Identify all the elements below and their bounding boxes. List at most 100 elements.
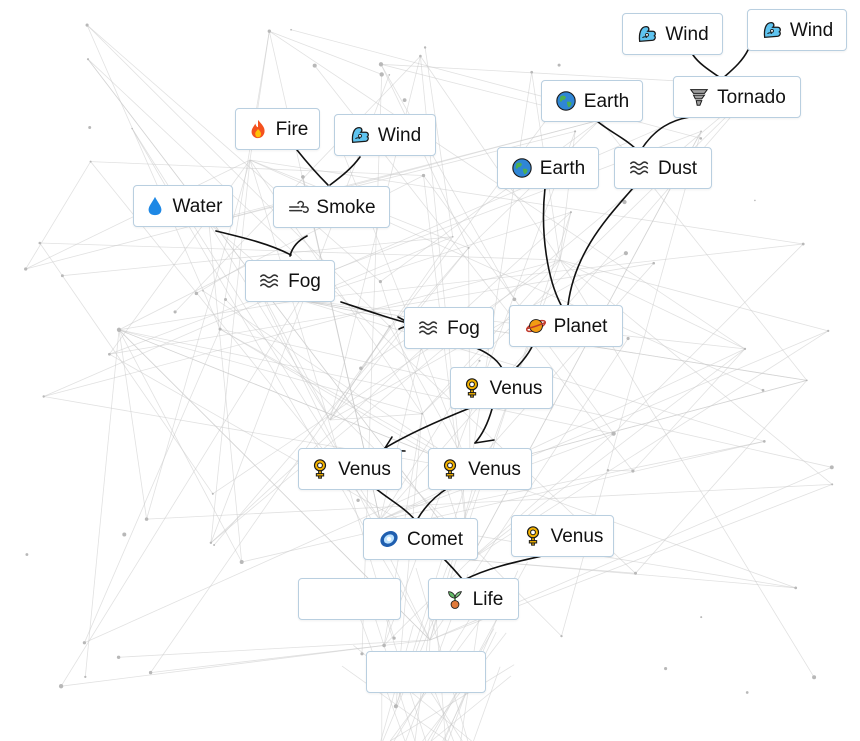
background-dot xyxy=(393,704,398,709)
background-dot xyxy=(634,571,637,575)
element-tile-smoke[interactable]: Smoke xyxy=(273,186,390,228)
background-dot xyxy=(122,532,127,537)
background-dot xyxy=(700,130,702,133)
element-tile-fog[interactable]: Fog xyxy=(404,307,494,349)
element-tile-dust[interactable]: Dust xyxy=(614,147,712,189)
background-dot xyxy=(148,670,153,675)
element-tile-wind[interactable]: Wind xyxy=(747,9,847,51)
background-line xyxy=(39,242,561,261)
background-line xyxy=(62,236,453,277)
background-line xyxy=(118,329,423,415)
background-line xyxy=(559,259,746,350)
combination-link xyxy=(384,436,393,449)
background-dot xyxy=(58,684,64,689)
background-dot xyxy=(652,261,655,265)
background-line xyxy=(60,299,301,687)
element-tile-wind[interactable]: Wind xyxy=(334,114,436,156)
background-dot xyxy=(569,211,572,214)
background-line xyxy=(632,348,746,472)
background-line xyxy=(559,212,572,261)
background-dot xyxy=(89,160,92,163)
background-line xyxy=(84,328,221,643)
element-tile-water[interactable]: Water xyxy=(133,185,233,227)
element-tile-venus[interactable]: Venus xyxy=(298,448,402,490)
background-line xyxy=(25,161,91,270)
background-dot xyxy=(664,667,668,671)
background-line xyxy=(87,58,636,574)
combination-link xyxy=(215,230,292,256)
element-tile-venus[interactable]: Venus xyxy=(450,367,553,409)
combination-link xyxy=(329,156,361,186)
element-tile-planet[interactable]: Planet xyxy=(509,305,623,347)
element-tile-fire[interactable]: Fire xyxy=(235,108,320,150)
water-drop-icon xyxy=(144,195,166,217)
background-dot xyxy=(829,465,834,470)
element-tile-tornado[interactable]: Tornado xyxy=(673,76,801,118)
background-line xyxy=(379,441,765,521)
background-dot xyxy=(467,246,470,249)
element-tile-comet[interactable]: Comet xyxy=(363,518,478,560)
background-line xyxy=(423,175,614,434)
combination-link xyxy=(474,408,493,444)
wind-icon xyxy=(761,19,783,41)
background-line xyxy=(380,281,471,561)
earth-icon xyxy=(511,157,533,179)
element-tile-earth[interactable]: Earth xyxy=(541,80,643,122)
wind-icon xyxy=(636,23,658,45)
background-dot xyxy=(312,63,317,68)
background-line xyxy=(86,24,381,282)
background-dot xyxy=(699,137,703,140)
background-dot xyxy=(382,643,386,648)
background-line xyxy=(208,222,331,421)
combination-link xyxy=(296,149,329,186)
background-dot xyxy=(173,310,177,314)
comet-icon xyxy=(378,528,400,550)
background-line xyxy=(269,30,746,350)
background-dot xyxy=(827,329,830,333)
element-label: Earth xyxy=(539,157,586,179)
background-line xyxy=(299,211,572,301)
dust-icon xyxy=(629,157,651,179)
smoke-icon xyxy=(287,196,310,218)
fog-icon xyxy=(259,270,281,292)
background-dot xyxy=(218,327,222,331)
element-tile-venus[interactable]: Venus xyxy=(511,515,614,557)
background-dot xyxy=(85,23,89,27)
background-dot xyxy=(86,58,90,61)
background-dot xyxy=(623,251,629,256)
element-tile-fog[interactable]: Fog xyxy=(245,260,335,302)
element-tile-venus[interactable]: Venus xyxy=(428,448,532,490)
element-tile-earth[interactable]: Earth xyxy=(497,147,599,189)
element-label: Life xyxy=(472,588,504,610)
background-line xyxy=(379,348,746,521)
combination-link xyxy=(374,487,416,521)
background-line xyxy=(208,223,243,563)
venus-icon xyxy=(461,377,483,399)
background-dot xyxy=(360,652,364,656)
element-label: Fog xyxy=(447,317,480,339)
background-dot xyxy=(223,297,228,302)
element-tile-empty[interactable] xyxy=(366,651,486,693)
fog-icon xyxy=(418,317,440,339)
background-dot xyxy=(379,72,384,77)
background-dot xyxy=(812,675,817,680)
element-tile-life[interactable]: Life xyxy=(428,578,519,620)
background-dot xyxy=(801,242,805,246)
background-line xyxy=(361,74,383,654)
background-dot xyxy=(144,517,149,521)
background-line xyxy=(84,329,120,677)
element-label: Smoke xyxy=(316,196,376,218)
element-label: Venus xyxy=(468,458,521,480)
background-dot xyxy=(301,175,305,179)
fire-icon xyxy=(247,118,269,140)
combination-link xyxy=(596,120,638,151)
element-tile-empty[interactable] xyxy=(298,578,401,620)
background-line xyxy=(109,131,702,355)
background-line xyxy=(118,299,301,331)
background-line xyxy=(249,159,395,639)
background-line xyxy=(118,329,471,471)
element-tile-wind[interactable]: Wind xyxy=(622,13,723,55)
background-dot xyxy=(611,431,616,436)
background-line xyxy=(202,290,471,471)
background-line xyxy=(118,329,614,434)
